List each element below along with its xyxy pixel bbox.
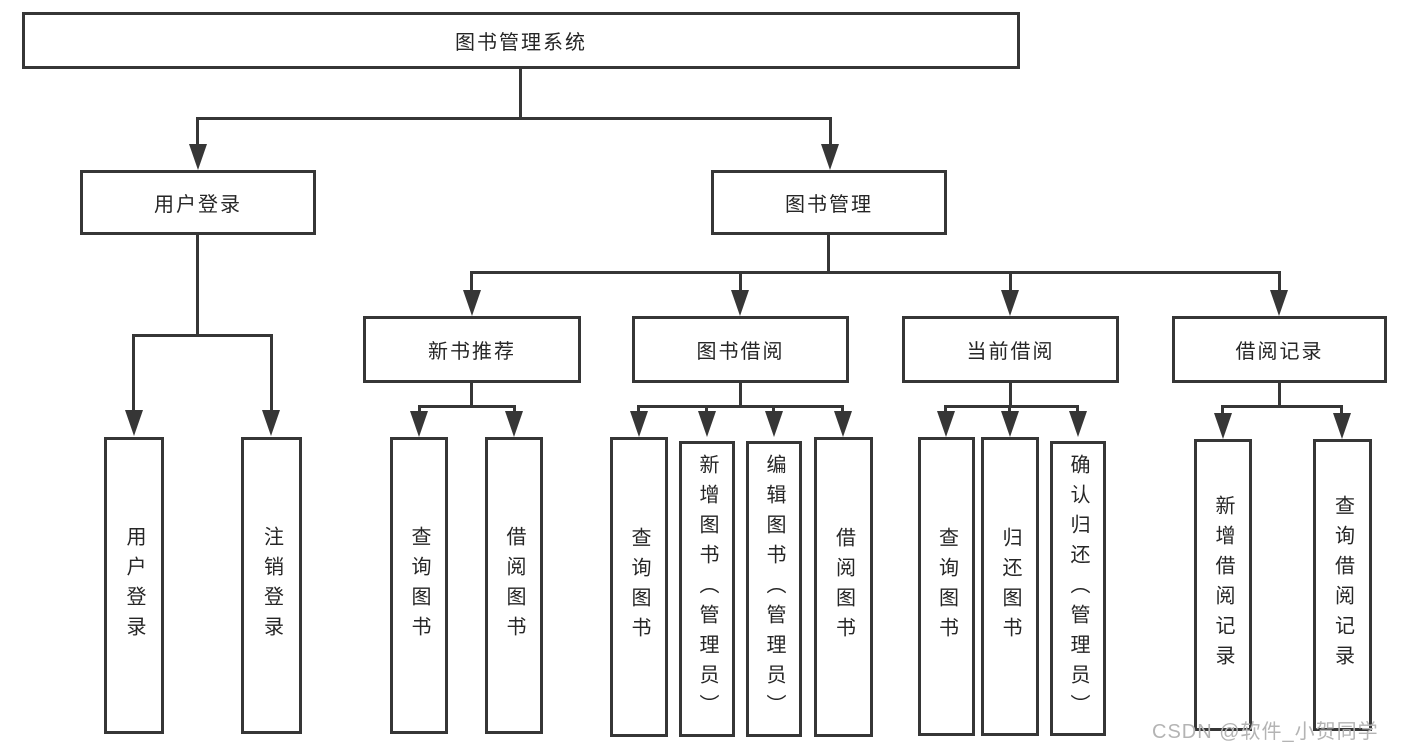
- arrow-down-icon: [731, 290, 749, 316]
- connector-book-mgmt-split: [470, 271, 1281, 274]
- leaf-query-books-current-label: 查询图书: [935, 526, 958, 647]
- leaf-confirm-return-admin: 确认归还（管理员）: [1050, 441, 1106, 736]
- node-user-login: 用户登录: [80, 170, 316, 235]
- leaf-borrow-books-recommend-label: 借阅图书: [503, 525, 525, 646]
- leaf-query-borrow-record: 查询借阅记录: [1313, 439, 1372, 731]
- connector-user-login-stem: [196, 117, 199, 146]
- leaf-query-borrow-record-label: 查询借阅记录: [1331, 495, 1354, 675]
- arrow-down-icon: [1001, 290, 1019, 316]
- csdn-watermark: CSDN @软件_小贺同学: [1152, 721, 1379, 743]
- connector-leaf-stem: [418, 405, 421, 413]
- leaf-add-borrow-record: 新增借阅记录: [1194, 439, 1252, 731]
- leaf-add-books-admin-label: 新增图书（管理员）: [696, 454, 718, 724]
- arrow-down-icon: [937, 411, 955, 437]
- connector-leaf-stem: [132, 334, 135, 412]
- node-borrowing-records-label: 借阅记录: [1235, 341, 1324, 363]
- arrow-down-icon: [463, 290, 481, 316]
- connector-leaf-stem: [270, 334, 273, 412]
- leaf-add-borrow-record-label: 新增借阅记录: [1212, 495, 1234, 675]
- arrow-down-icon: [1001, 411, 1019, 437]
- leaf-confirm-return-admin-label: 确认归还（管理员）: [1067, 453, 1089, 724]
- connector-leaf-stem: [705, 405, 708, 413]
- node-current-borrowing: 当前借阅: [902, 316, 1119, 383]
- arrow-down-icon: [1333, 413, 1351, 439]
- connector-records-split: [1222, 405, 1343, 408]
- leaf-logout-login: 注销登录: [241, 437, 302, 734]
- connector-current-split: [945, 405, 1079, 408]
- arrow-down-icon: [1069, 411, 1087, 437]
- arrow-down-icon: [698, 411, 716, 437]
- connector-borrowing-drop: [739, 383, 742, 407]
- arrow-down-icon: [821, 144, 839, 170]
- node-new-book-recommend-label: 新书推荐: [428, 341, 516, 363]
- connector-leaf-stem: [944, 405, 947, 413]
- connector-root-split: [196, 117, 832, 120]
- connector-user-login-split: [132, 334, 273, 337]
- arrow-down-icon: [125, 410, 143, 436]
- arrow-down-icon: [1214, 413, 1232, 439]
- connector-user-login-drop: [196, 233, 199, 336]
- node-current-borrowing-label: 当前借阅: [966, 341, 1055, 363]
- node-new-book-recommend: 新书推荐: [363, 316, 581, 383]
- connector-leaf-stem: [1221, 405, 1224, 415]
- connector-leaf-stem: [1340, 405, 1343, 415]
- connector-leaf-stem: [513, 405, 516, 413]
- leaf-query-books-recommend-label: 查询图书: [408, 525, 430, 646]
- leaf-user-login: 用户登录: [104, 437, 164, 734]
- leaf-logout-login-label: 注销登录: [260, 525, 283, 646]
- leaf-edit-books-admin: 编辑图书（管理员）: [746, 441, 802, 737]
- node-book-borrowing-label: 图书借阅: [696, 341, 785, 363]
- connector-leaf-stem: [637, 405, 640, 413]
- leaf-query-books-current: 查询图书: [918, 437, 975, 736]
- arrow-down-icon: [410, 411, 428, 437]
- connector-leaf-stem: [772, 405, 775, 413]
- arrow-down-icon: [1270, 290, 1288, 316]
- arrow-down-icon: [834, 411, 852, 437]
- connector-book-mgmt-drop: [827, 233, 830, 274]
- leaf-borrow-books-borrowing-label: 借阅图书: [832, 527, 855, 647]
- connector-level3-stem: [1278, 271, 1281, 293]
- node-user-login-label: 用户登录: [154, 194, 242, 216]
- node-borrowing-records: 借阅记录: [1172, 316, 1387, 383]
- leaf-borrow-books-borrowing: 借阅图书: [814, 437, 873, 737]
- connector-borrowing-split: [638, 405, 844, 408]
- connector-recommend-drop: [470, 383, 473, 407]
- leaf-return-books-label: 归还图书: [999, 526, 1021, 647]
- leaf-user-login-label: 用户登录: [123, 525, 145, 646]
- node-library-system-label: 图书管理系统: [455, 32, 587, 54]
- arrow-down-icon: [189, 144, 207, 170]
- connector-book-mgmt-stem: [829, 117, 832, 146]
- connector-level3-stem: [739, 271, 742, 293]
- leaf-query-books-borrowing-label: 查询图书: [628, 527, 650, 647]
- arrow-down-icon: [765, 411, 783, 437]
- connector-recommend-split: [418, 405, 515, 408]
- connector-leaf-stem: [1008, 405, 1011, 413]
- leaf-query-books-borrowing: 查询图书: [610, 437, 668, 737]
- connector-records-drop: [1278, 383, 1281, 407]
- leaf-query-books-recommend: 查询图书: [390, 437, 448, 734]
- node-book-management-label: 图书管理: [785, 194, 873, 216]
- connector-leaf-stem: [1076, 405, 1079, 413]
- arrow-down-icon: [262, 410, 280, 436]
- node-book-management: 图书管理: [711, 170, 947, 235]
- arrow-down-icon: [505, 411, 523, 437]
- connector-level3-stem: [1009, 271, 1012, 293]
- connector-root-drop: [519, 68, 522, 120]
- node-library-system: 图书管理系统: [22, 12, 1020, 69]
- connector-leaf-stem: [841, 405, 844, 413]
- leaf-edit-books-admin-label: 编辑图书（管理员）: [763, 454, 785, 724]
- node-book-borrowing: 图书借阅: [632, 316, 849, 383]
- leaf-add-books-admin: 新增图书（管理员）: [679, 441, 735, 737]
- arrow-down-icon: [630, 411, 648, 437]
- connector-current-drop: [1009, 383, 1012, 407]
- leaf-return-books: 归还图书: [981, 437, 1039, 736]
- leaf-borrow-books-recommend: 借阅图书: [485, 437, 543, 734]
- connector-level3-stem: [470, 271, 473, 293]
